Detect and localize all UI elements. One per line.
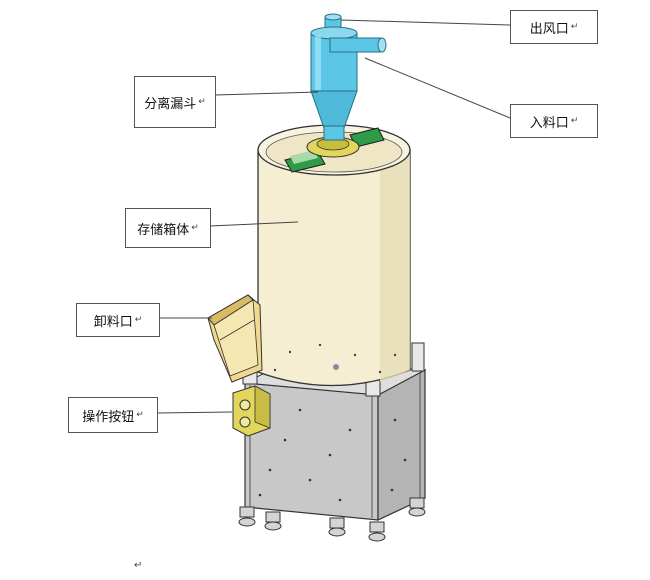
return-mark: ↵ (570, 22, 579, 32)
return-mark: ↵ (134, 315, 143, 325)
trailing-return-mark: ↵ (134, 560, 143, 571)
label-discharge-port-text: 卸料口 (93, 314, 133, 330)
leader-lines (156, 19, 511, 414)
control-box (232, 385, 271, 437)
label-operation-button-text: 操作按钮 (82, 409, 135, 425)
sight-windows (284, 127, 385, 173)
label-air-outlet-text: 出风口 (529, 21, 569, 37)
return-mark: ↵ (198, 97, 206, 107)
label-storage-box-text: 存储箱体 (137, 222, 190, 238)
return-mark: ↵ (136, 410, 144, 420)
label-feed-inlet: 入料口↵ (510, 104, 598, 138)
return-mark: ↵ (570, 116, 579, 126)
storage-tank (257, 124, 411, 387)
separation-funnel (310, 13, 387, 141)
label-separation-funnel-text: 分离漏斗 (144, 96, 197, 112)
label-storage-box: 存储箱体↵ (125, 208, 211, 248)
label-operation-button: 操作按钮↵ (68, 397, 158, 433)
discharge-port (207, 294, 263, 383)
label-air-outlet: 出风口↵ (510, 10, 598, 44)
label-separation-funnel: 分离漏斗↵ (134, 76, 216, 128)
label-feed-inlet-text: 入料口 (529, 115, 569, 131)
return-mark: ↵ (191, 223, 199, 233)
label-discharge-port: 卸料口↵ (76, 303, 160, 337)
